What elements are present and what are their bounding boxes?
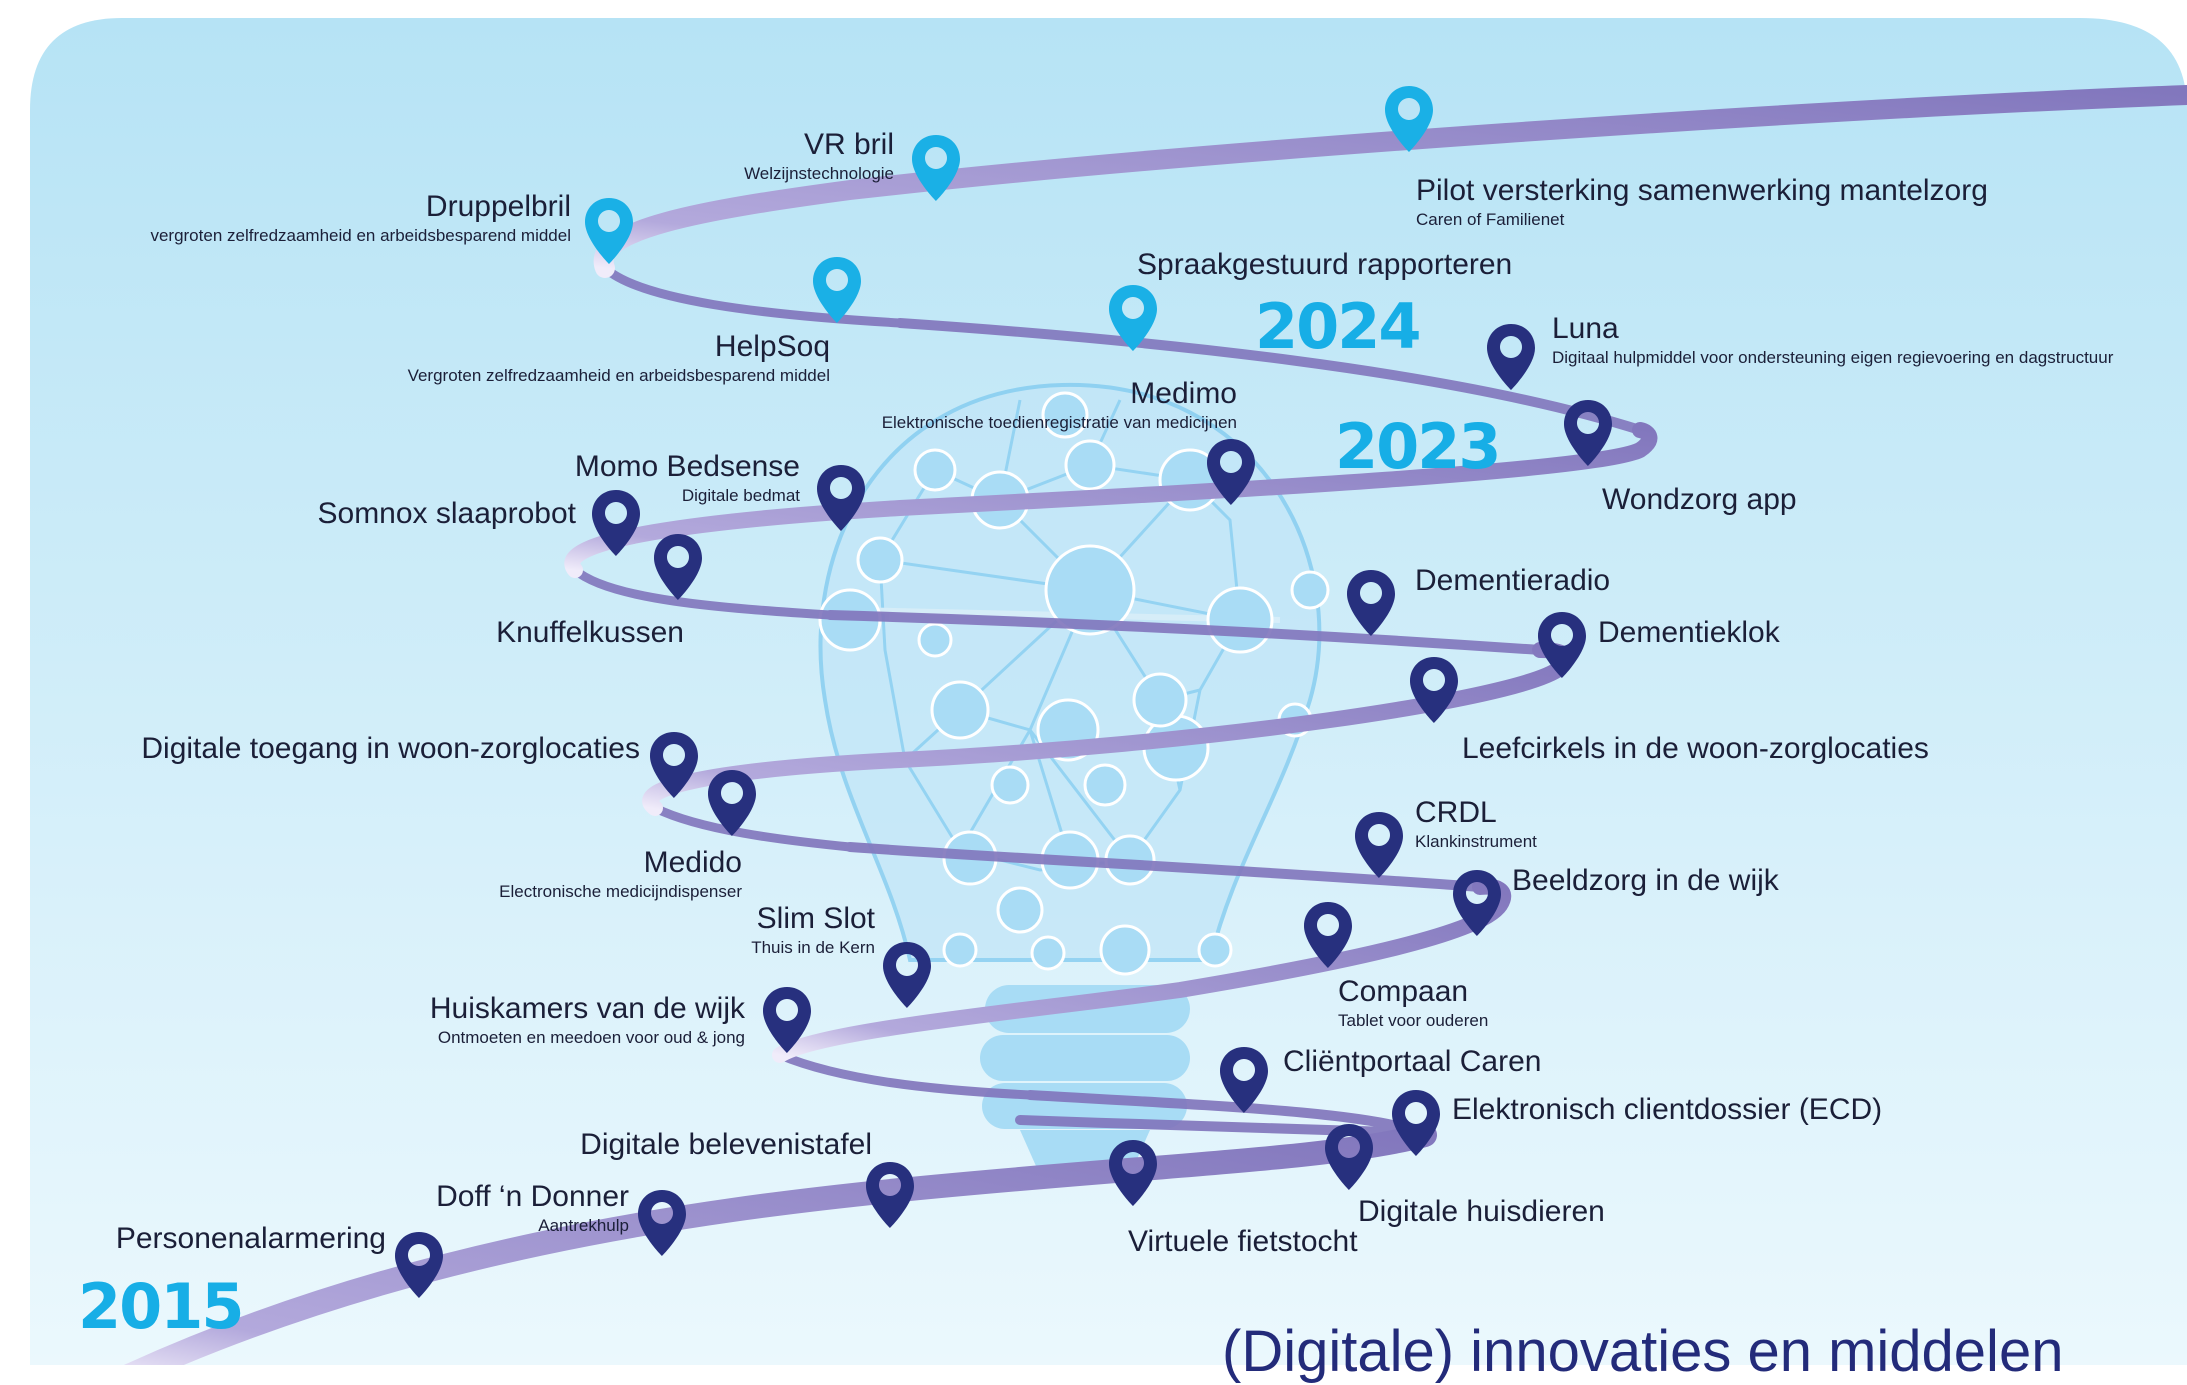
label-leefcirkels: Leefcirkels in de woon-zorglocaties bbox=[1462, 732, 1929, 765]
title: Cliëntportaal Caren bbox=[1283, 1045, 1542, 1078]
year-2015: 2015 bbox=[78, 1270, 245, 1343]
subtitle: Aantrekhulp bbox=[538, 1216, 629, 1235]
subtitle: Welzijnstechnologie bbox=[744, 164, 894, 183]
title: Medido bbox=[643, 846, 742, 879]
label-pilot: Pilot versterking samenwerking mantelzor… bbox=[1416, 174, 1988, 230]
subtitle: Digitale bedmat bbox=[681, 486, 800, 505]
label-knuffelkussen: Knuffelkussen bbox=[496, 616, 684, 649]
label-wondzorg: Wondzorg app bbox=[1602, 483, 1797, 516]
label-virtuele-fietstocht: Virtuele fietstocht bbox=[1128, 1225, 1358, 1258]
title: Huiskamers van de wijk bbox=[429, 992, 745, 1025]
title: Virtuele fietstocht bbox=[1128, 1225, 1358, 1258]
label-somnox: Somnox slaaprobot bbox=[318, 497, 577, 530]
subtitle: vergroten zelfredzaamheid en arbeidsbesp… bbox=[150, 226, 571, 245]
year-2024: 2024 bbox=[1255, 290, 1422, 363]
title: VR bril bbox=[803, 128, 894, 161]
title: Beeldzorg in de wijk bbox=[1512, 864, 1779, 897]
title: Spraakgestuurd rapporteren bbox=[1137, 248, 1513, 281]
title: Druppelbril bbox=[425, 190, 571, 223]
label-spraakgestuurd: Spraakgestuurd rapporteren bbox=[1137, 248, 1512, 281]
title: Digitale huisdieren bbox=[1358, 1195, 1605, 1228]
page-title: (Digitale) innovaties en middelen bbox=[1222, 1319, 2064, 1384]
title: Medimo bbox=[1130, 377, 1237, 410]
title: Slim Slot bbox=[756, 902, 875, 935]
subtitle: Elektronische toedienregistratie van med… bbox=[881, 413, 1237, 432]
subtitle: Electronische medicijndispenser bbox=[499, 882, 742, 901]
title: Momo Bedsense bbox=[574, 450, 800, 483]
label-dementieklok: Dementieklok bbox=[1598, 616, 1780, 649]
year-2023: 2023 bbox=[1335, 410, 1502, 483]
subtitle: Digitaal hulpmiddel voor ondersteuning e… bbox=[1552, 348, 2114, 367]
title: Elektronisch clientdossier (ECD) bbox=[1452, 1093, 1883, 1126]
label-digitale-toegang: Digitale toegang in woon-zorglocaties bbox=[141, 732, 640, 765]
title: Doff ‘n Donner bbox=[436, 1180, 629, 1213]
subtitle: Caren of Familienet bbox=[1416, 210, 1565, 229]
label-personenalarmering: Personenalarmering bbox=[116, 1222, 386, 1255]
subtitle: Tablet voor ouderen bbox=[1338, 1011, 1489, 1030]
title: HelpSoq bbox=[714, 330, 830, 363]
label-beeldzorg: Beeldzorg in de wijk bbox=[1512, 864, 1779, 897]
title: Personenalarmering bbox=[115, 1222, 386, 1255]
title: Wondzorg app bbox=[1602, 483, 1797, 516]
subtitle: Ontmoeten en meedoen voor oud & jong bbox=[437, 1028, 745, 1047]
title: Knuffelkussen bbox=[496, 616, 684, 649]
title: Digitale toegang in woon-zorglocaties bbox=[141, 732, 640, 765]
subtitle: Klankinstrument bbox=[1415, 832, 1537, 851]
title: Luna bbox=[1552, 312, 1619, 345]
label-dementieradio: Dementieradio bbox=[1415, 564, 1610, 597]
label-crdl: CRDL Klankinstrument bbox=[1415, 796, 1537, 852]
label-druppelbril: Druppelbril vergroten zelfredzaamheid en … bbox=[150, 190, 571, 246]
title: Leefcirkels in de woon-zorglocaties bbox=[1462, 732, 1929, 765]
subtitle: Vergroten zelfredzaamheid en arbeidsbesp… bbox=[407, 366, 830, 385]
title: Dementieklok bbox=[1598, 616, 1780, 649]
label-digitale-belevenistafel: Digitale belevenistafel bbox=[580, 1128, 872, 1161]
title: Pilot versterking samenwerking mantelzor… bbox=[1416, 174, 1988, 207]
subtitle: Thuis in de Kern bbox=[751, 938, 875, 957]
label-ecd: Elektronisch clientdossier (ECD) bbox=[1452, 1093, 1882, 1126]
label-digitale-huisdieren: Digitale huisdieren bbox=[1358, 1195, 1605, 1228]
title: Somnox slaaprobot bbox=[317, 497, 577, 530]
label-clientportaal-caren: Cliëntportaal Caren bbox=[1283, 1045, 1541, 1078]
title: Digitale belevenistafel bbox=[580, 1128, 872, 1161]
title: CRDL bbox=[1415, 796, 1497, 829]
title: Compaan bbox=[1338, 975, 1469, 1008]
title: Dementieradio bbox=[1415, 564, 1611, 597]
